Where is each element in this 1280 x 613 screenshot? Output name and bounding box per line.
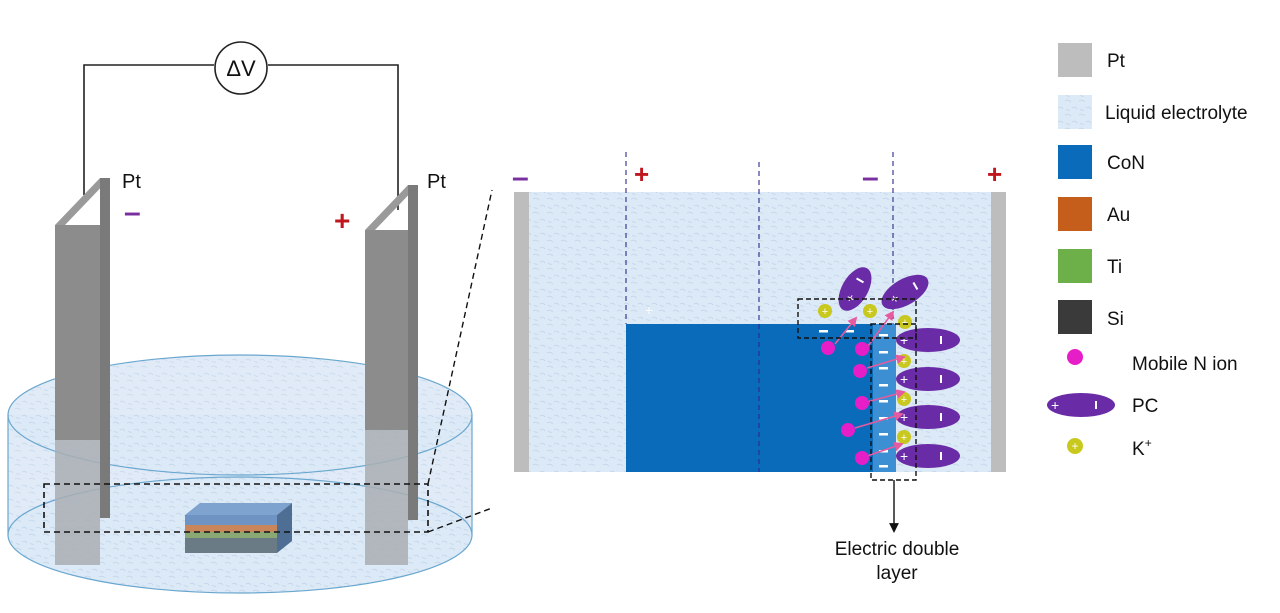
legend-label-k-ion-sup: +	[1145, 436, 1152, 450]
legend-label-si: Si	[1107, 309, 1124, 330]
svg-text:+: +	[1071, 439, 1078, 453]
beaker-walls	[7, 415, 473, 535]
zoom-right-pt	[991, 192, 1006, 472]
pc-molecule: +	[838, 267, 872, 311]
pc-molecule: +	[896, 367, 960, 391]
beaker-rim	[7, 354, 473, 476]
svg-text:+: +	[901, 432, 907, 444]
right-polarity: +	[334, 205, 350, 236]
legend-swatch-con	[1058, 145, 1092, 179]
zoom-region-box	[43, 483, 429, 533]
legend-label-au: Au	[1107, 205, 1130, 226]
right-electrode-label: Pt	[427, 171, 446, 193]
n-ion	[853, 364, 867, 378]
edl-side-box	[870, 323, 917, 481]
pc-molecule: +	[896, 444, 960, 468]
n-ion-migration-arrows	[834, 310, 906, 457]
n-ion	[855, 396, 869, 410]
legend-label-k-ion: K+	[1132, 436, 1152, 460]
zoom-polarity-4: +	[987, 159, 1002, 189]
legend-swatch-liquid	[1058, 95, 1092, 129]
svg-text:+: +	[900, 332, 908, 348]
k-ion: +	[863, 304, 877, 318]
stray-plus-mark: +	[645, 302, 653, 318]
svg-text:+: +	[822, 306, 828, 318]
k-ion: +	[897, 430, 911, 444]
legend-label-n-ion: Mobile N ion	[1132, 354, 1238, 375]
k-ion: +	[818, 304, 832, 318]
circuit-wire	[83, 64, 399, 210]
right-electrode	[365, 230, 408, 430]
left-electrode-label: Pt	[122, 171, 141, 193]
legend-swatch-ti	[1058, 249, 1092, 283]
k-ion: +	[897, 354, 911, 368]
svg-text:+: +	[901, 394, 907, 406]
legend-swatch-si	[1058, 300, 1092, 334]
edl-top-box	[797, 298, 917, 339]
legend-label-ti: Ti	[1107, 257, 1122, 278]
zoom-connector-lines	[427, 189, 493, 533]
left-electrode-top-edge	[55, 178, 110, 225]
legend-swatch-au	[1058, 197, 1092, 231]
legend: Pt Liquid electrolyte CoN Au Ti Si Mobil…	[1047, 43, 1248, 460]
n-ion	[855, 342, 869, 356]
edl-negative-charges	[819, 330, 888, 468]
svg-text:+: +	[900, 448, 908, 464]
sample-chip	[185, 503, 292, 553]
zoom-polarity-1: –	[512, 161, 529, 194]
edl-caption-line2: layer	[876, 563, 918, 584]
mobile-n-ions	[821, 310, 906, 465]
pc-molecule: +	[896, 328, 960, 352]
legend-swatch-n-ion	[1067, 349, 1083, 365]
svg-text:+: +	[900, 409, 908, 425]
right-electrode-side	[408, 185, 418, 520]
voltmeter-circle	[214, 41, 268, 95]
legend-swatch-k-ion: +	[1067, 438, 1083, 454]
zoomed-cross-section: – + – + + + +	[512, 152, 1006, 584]
con-block	[626, 324, 896, 472]
edl-caption-line1: Electric double	[835, 539, 960, 560]
zoom-left-pt	[514, 192, 529, 472]
legend-swatch-pc: +	[1047, 393, 1115, 417]
cell-setup: ΔV Pt – Pt +	[7, 41, 473, 594]
n-ion	[821, 341, 835, 355]
right-electrode-top-edge	[365, 185, 418, 230]
pc-molecule: +	[896, 405, 960, 429]
svg-text:+: +	[1051, 397, 1059, 413]
zoom-polarity-2: +	[634, 159, 649, 189]
right-electrode-submerged	[365, 430, 408, 565]
legend-label-liquid: Liquid electrolyte	[1105, 103, 1248, 124]
legend-label-pt: Pt	[1107, 51, 1126, 72]
left-electrode-submerged	[55, 440, 100, 565]
n-ion	[855, 451, 869, 465]
svg-text:+: +	[902, 317, 908, 329]
svg-text:+: +	[900, 371, 908, 387]
k-ion: +	[898, 315, 912, 329]
legend-label-pc: PC	[1132, 396, 1158, 417]
left-polarity: –	[124, 196, 141, 229]
n-ion	[841, 423, 855, 437]
legend-label-con: CoN	[1107, 153, 1145, 174]
left-electrode-side	[100, 178, 110, 518]
svg-text:+: +	[867, 306, 873, 318]
zoom-polarity-3: –	[862, 161, 879, 194]
legend-swatch-pt	[1058, 43, 1092, 77]
left-electrode	[55, 225, 100, 440]
voltmeter-label: ΔV	[226, 56, 256, 81]
